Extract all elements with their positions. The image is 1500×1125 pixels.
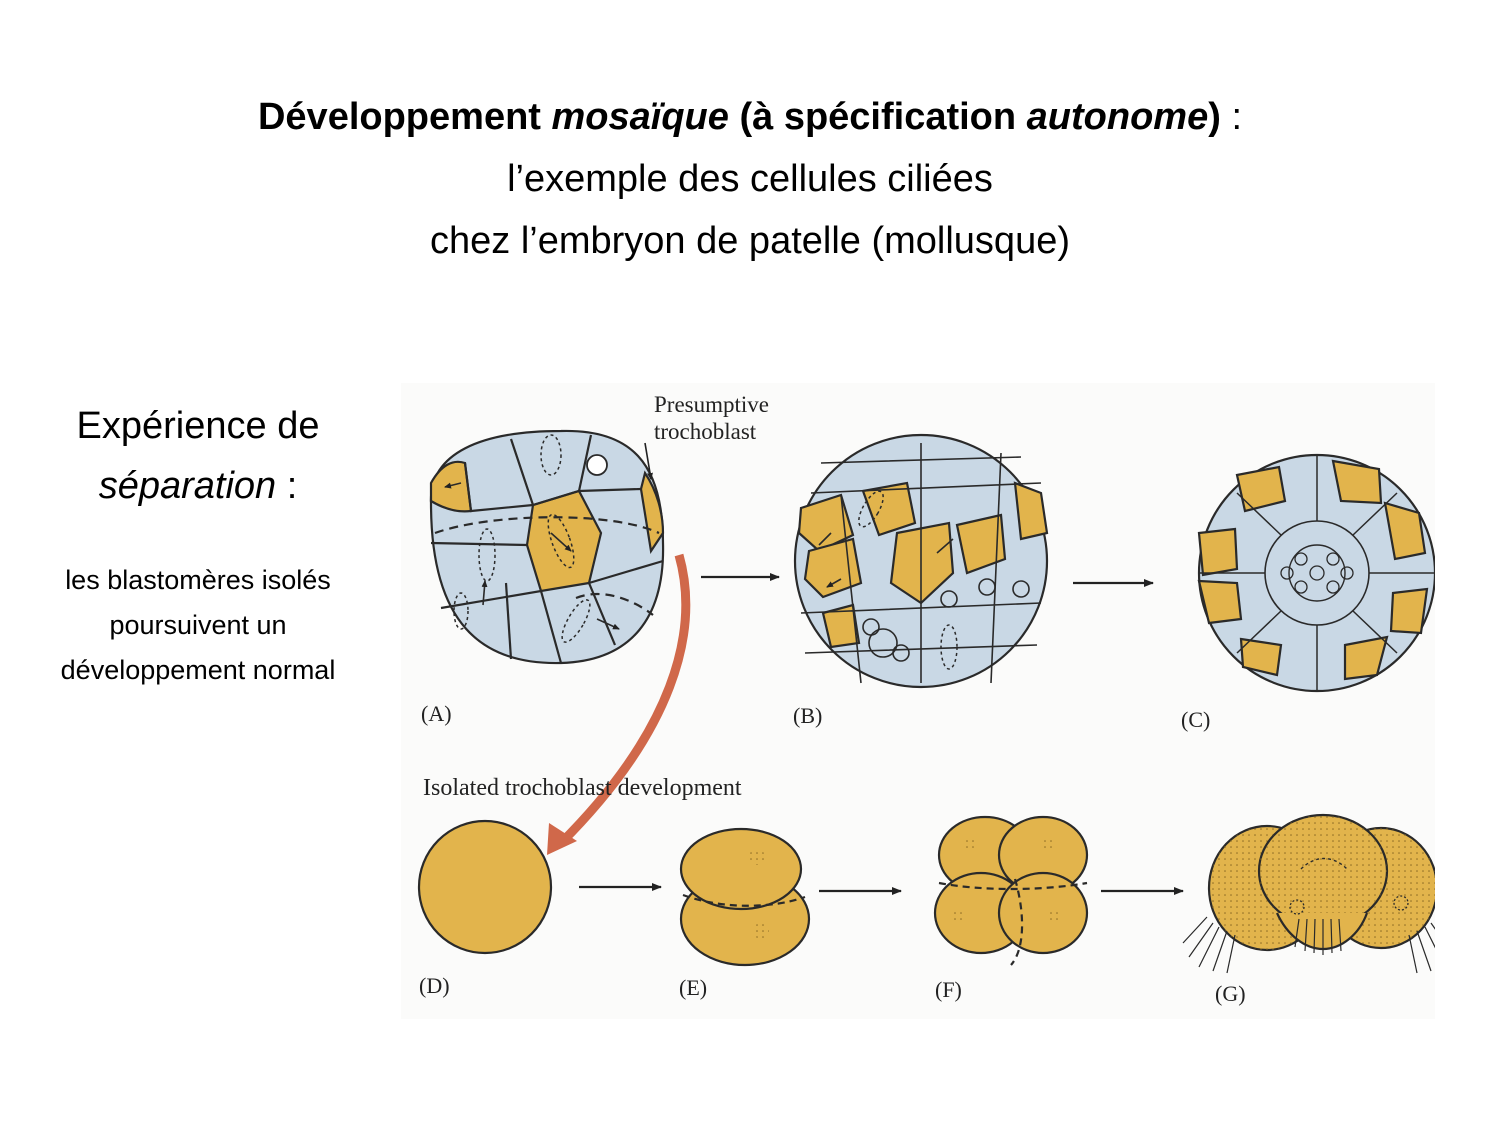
embryo-diagram-svg: [417, 429, 1435, 974]
description-line-3: développement normal: [60, 655, 336, 685]
experiment-heading-colon: :: [276, 465, 298, 507]
description-line-1: les blastomères isolés: [65, 565, 331, 595]
panel-label-c: (C): [1181, 707, 1211, 732]
panel-a-embryo: [429, 429, 665, 665]
panel-label-b: (B): [793, 703, 823, 728]
panel-label-e: (E): [679, 975, 708, 1000]
experiment-heading: Expérience de séparation :: [0, 396, 396, 516]
panel-e-two-cell: [679, 827, 811, 967]
experiment-heading-line1: Expérience de: [76, 405, 320, 447]
presumptive-label-line2: trochoblast: [654, 419, 757, 444]
panel-f-four-cell: [933, 815, 1089, 966]
title-word-specification: (à spécification: [739, 96, 1017, 138]
title-word-mosaique: mosaïque: [551, 96, 729, 138]
panel-c-embryo: [1197, 453, 1435, 693]
title-word-developpement: Développement: [257, 96, 541, 138]
isolation-arrow-head: [547, 823, 577, 855]
title-line-3: chez l’embryon de patelle (mollusque): [430, 220, 1070, 262]
description-line-2: poursuivent un: [109, 610, 287, 640]
embryo-figure: Presumptive trochoblast Isolated trochob…: [401, 383, 1435, 1019]
panel-label-f: (F): [935, 977, 962, 1002]
panel-g-ciliated: [1182, 813, 1435, 974]
presumptive-label-line1: Presumptive: [654, 392, 769, 417]
panel-b-embryo: [793, 433, 1049, 689]
panel-label-g: (G): [1215, 981, 1246, 1006]
experiment-heading-italic: séparation: [98, 465, 277, 507]
panel-d-cell: [417, 819, 553, 955]
title-paren-close: ): [1208, 96, 1221, 138]
experiment-description: les blastomères isolés poursuivent un dé…: [0, 558, 396, 693]
slide-title: Développement mosaïque (à spécification …: [0, 86, 1500, 272]
presumptive-pointer: [644, 442, 653, 480]
title-word-autonome: autonome: [1026, 96, 1209, 138]
isolated-trochoblast-label: Isolated trochoblast development: [423, 775, 742, 801]
panel-label-d: (D): [419, 973, 450, 998]
presumptive-trochoblast-label: Presumptive trochoblast: [654, 391, 804, 445]
title-colon: :: [1220, 96, 1243, 138]
experiment-heading-line2: séparation :: [0, 456, 396, 516]
title-line-2: l’exemple des cellules ciliées: [507, 158, 993, 200]
sidebar-text: Expérience de séparation : les blastomèr…: [0, 396, 396, 693]
title-line-1: Développement mosaïque (à spécification …: [0, 86, 1500, 148]
panel-label-a: (A): [421, 701, 452, 726]
isolation-arrow-shaft: [557, 553, 691, 847]
